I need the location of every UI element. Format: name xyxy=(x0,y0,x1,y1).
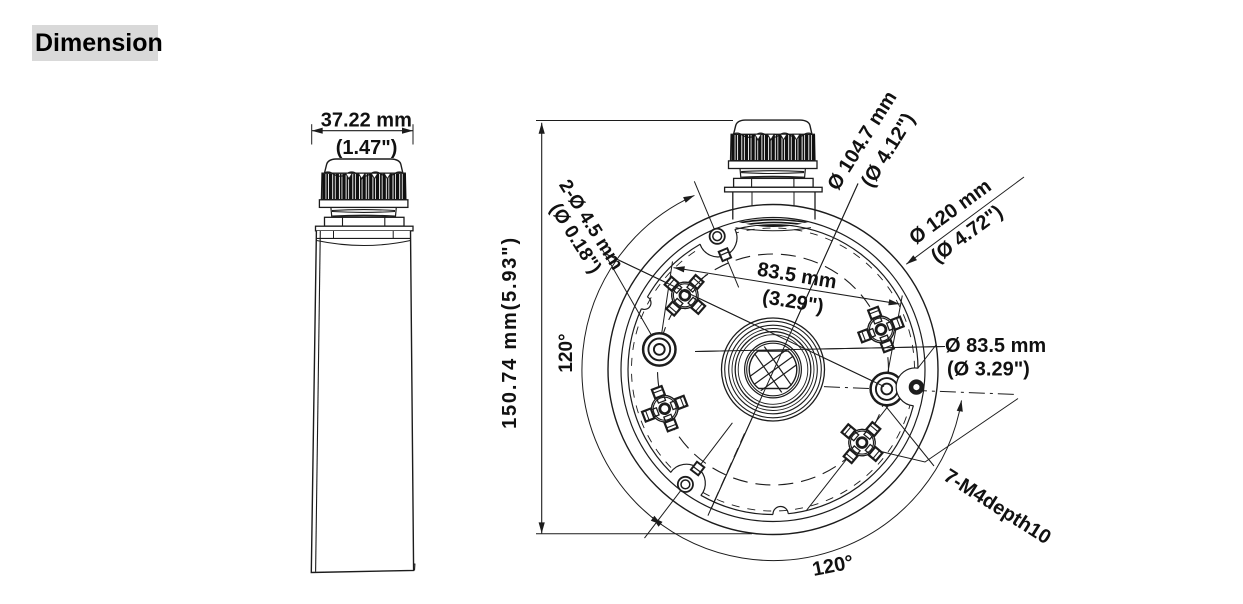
svg-text:150.74 mm(5.93"): 150.74 mm(5.93") xyxy=(499,236,521,429)
svg-text:37.22 mm: 37.22 mm xyxy=(321,110,412,132)
svg-text:120°: 120° xyxy=(556,333,577,372)
svg-text:(Ø 3.29"): (Ø 3.29") xyxy=(947,359,1030,381)
svg-text:Ø 83.5 mm: Ø 83.5 mm xyxy=(945,335,1046,357)
svg-text:(1.47"): (1.47") xyxy=(336,137,398,159)
svg-text:7-M4depth10: 7-M4depth10 xyxy=(940,465,1055,549)
